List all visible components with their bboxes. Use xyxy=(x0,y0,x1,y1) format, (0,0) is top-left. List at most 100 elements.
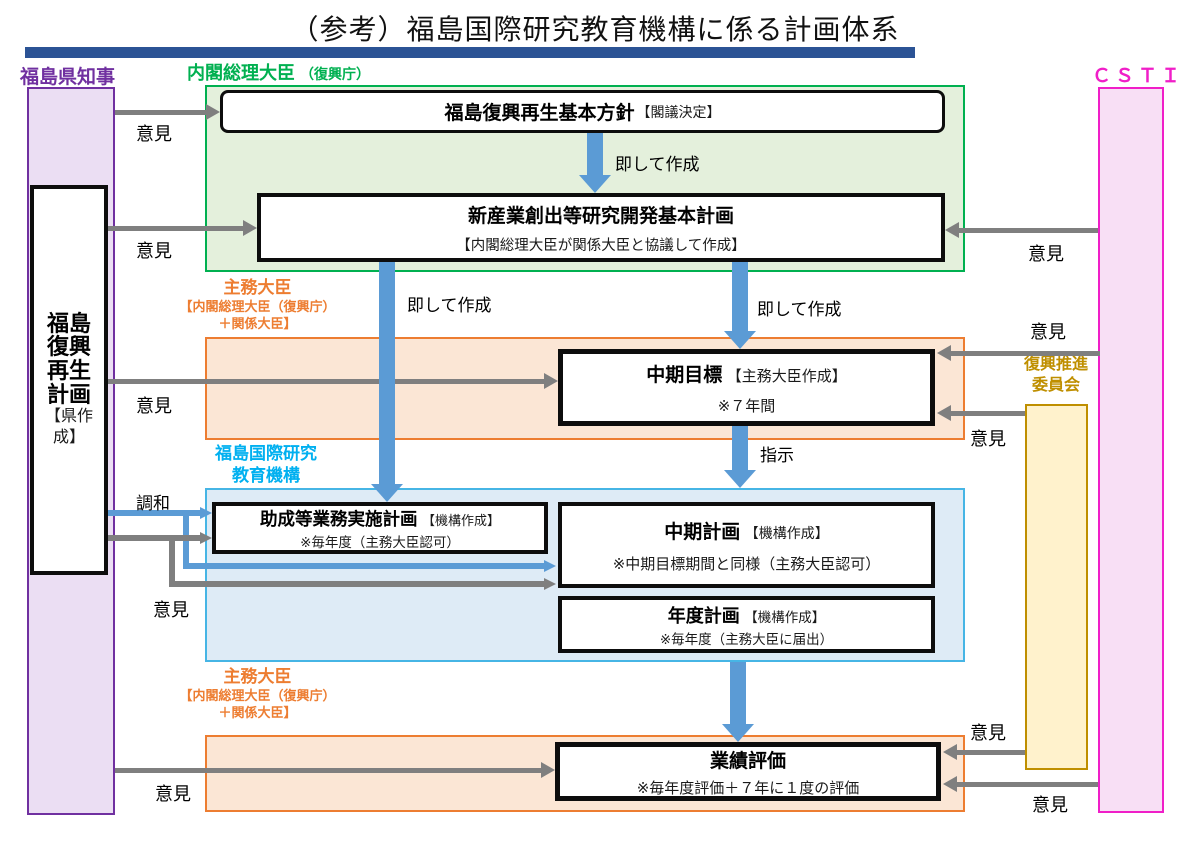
governor-label: 福島県知事 xyxy=(20,67,116,88)
midterm-plan-title: 中期計画 xyxy=(664,521,741,543)
competent-minister-top-l2: 【内閣総理大臣（復興庁） xyxy=(179,299,336,315)
csti-label: ＣＳＴＩ xyxy=(1092,66,1185,87)
arrow-b1-label: 即して作成 xyxy=(615,155,700,174)
arrow-a8-label: 意見 xyxy=(970,723,1006,743)
arrow-b5-shaft xyxy=(730,662,746,724)
arrow-a9-head-left-icon xyxy=(943,776,957,792)
arrow-a8-head-left-icon xyxy=(943,744,957,760)
midterm-plan-suffix: 【機構作成】 xyxy=(744,524,829,541)
fukushima-plan-line6: 成】 xyxy=(52,428,85,446)
arrow-a7-head-left-icon xyxy=(937,405,951,421)
competent-minister-bottom-label: 主務大臣 【内閣総理大臣（復興庁） ＋関係大臣】 xyxy=(170,666,345,722)
arrow-c1-shaft-h2 xyxy=(183,563,544,569)
arrow-b1-head-down-icon xyxy=(579,175,611,193)
arrow-c1-head-right-icon xyxy=(200,507,212,519)
arrow-b2-head-down-icon xyxy=(371,484,403,502)
csti-panel xyxy=(1098,87,1164,813)
arrow-a4-shaft xyxy=(115,767,541,773)
arrow-b5-head-down-icon xyxy=(722,724,754,742)
arrow-b3-head-down-icon xyxy=(724,331,756,349)
arrow-b4-head-down-icon xyxy=(724,470,756,488)
arrow-a1-shaft xyxy=(115,109,206,115)
reconstruction-committee-l2: 委員会 xyxy=(1031,376,1080,394)
midterm-goal-suffix: 【主務大臣作成】 xyxy=(726,367,847,385)
arrow-b2-label: 即して作成 xyxy=(407,296,492,315)
page-title: （参考）福島国際研究教育機構に係る計画体系 xyxy=(290,14,900,45)
competent-minister-top-l3: ＋関係大臣】 xyxy=(218,315,297,331)
fukushima-plan-line1: 福島 xyxy=(46,310,91,336)
arrow-b3-shaft xyxy=(732,262,748,331)
fukushima-plan-line2: 復興 xyxy=(46,334,91,360)
reconstruction-committee-l1: 復興推進 xyxy=(1023,356,1088,373)
arrow-a8-shaft xyxy=(957,749,1025,755)
competent-minister-top-label: 主務大臣 【内閣総理大臣（復興庁） ＋関係大臣】 xyxy=(170,277,345,333)
arrow-b4-label: 指示 xyxy=(760,446,794,465)
arrow-a9-label: 意見 xyxy=(1032,795,1068,815)
performance-evaluation-title: 業績評価 xyxy=(709,750,786,772)
reconstruction-committee-label: 復興推進 委員会 xyxy=(1016,355,1096,397)
annual-plan-title: 年度計画 xyxy=(667,605,740,626)
arrow-c1-label: 調和 xyxy=(136,494,170,513)
arrow-a6-shaft xyxy=(951,350,1100,356)
arrow-c1-shaft-h1 xyxy=(108,510,200,516)
arrow-a5-shaft xyxy=(959,227,1098,233)
arrow-a5-label: 意見 xyxy=(1028,244,1064,264)
midterm-plan-subtitle: ※中期目標期間と同様（主務大臣認可） xyxy=(612,555,881,573)
organization-label-l1: 福島国際研究 xyxy=(215,444,317,463)
midterm-plan-box: 中期計画 【機構作成】 ※中期目標期間と同様（主務大臣認可） xyxy=(558,502,935,588)
fukushima-plan-line3: 再生 xyxy=(46,358,91,384)
grant-plan-box: 助成等業務実施計画 【機構作成】 ※毎年度（主務大臣認可） xyxy=(212,502,548,554)
midterm-goal-title: 中期目標 xyxy=(646,364,723,386)
organization-label: 福島国際研究 教育機構 xyxy=(186,443,346,487)
arrow-c1-head2-right-icon xyxy=(544,560,556,572)
midterm-goal-subtitle: ※７年間 xyxy=(717,397,776,415)
arrow-b1-shaft xyxy=(587,133,603,175)
arrow-c2-shaft-v xyxy=(169,535,175,584)
arrow-a7-label: 意見 xyxy=(970,429,1006,449)
annual-plan-box: 年度計画 【機構作成】 ※毎年度（主務大臣に届出） xyxy=(558,596,935,653)
grant-plan-title: 助成等業務実施計画 xyxy=(260,508,418,529)
fukushima-plan-line5: 【県作 xyxy=(44,407,93,425)
basic-policy-box: 福島復興再生基本方針 【閣議決定】 xyxy=(220,90,945,133)
prime-minister-label: 内閣総理大臣 （復興庁） xyxy=(187,59,370,85)
prime-minister-label-sub: （復興庁） xyxy=(300,66,371,82)
grant-plan-suffix: 【機構作成】 xyxy=(421,512,500,528)
rd-basic-plan-title: 新産業創出等研究開発基本計画 xyxy=(467,205,734,227)
prime-minister-label-main: 内閣総理大臣 xyxy=(187,63,295,83)
arrow-c2-head-right-icon xyxy=(200,532,212,544)
rd-basic-plan-box: 新産業創出等研究開発基本計画 【内閣総理大臣が関係大臣と協議して作成】 xyxy=(257,193,945,262)
arrow-a2-shaft xyxy=(108,225,243,231)
competent-minister-bottom-l2: 【内閣総理大臣（復興庁） xyxy=(179,688,336,704)
basic-policy-title: 福島復興再生基本方針 xyxy=(444,103,635,124)
arrow-b2-shaft xyxy=(379,262,395,484)
arrow-a3-label: 意見 xyxy=(136,396,172,416)
competent-minister-bottom-l1: 主務大臣 xyxy=(223,667,292,686)
arrow-a1-head-right-icon xyxy=(206,104,220,120)
performance-evaluation-subtitle: ※毎年度評価＋７年に１度の評価 xyxy=(636,779,860,797)
arrow-a3-shaft xyxy=(108,378,544,384)
arrow-a6-head-left-icon xyxy=(937,345,951,361)
midterm-goal-box: 中期目標 【主務大臣作成】 ※７年間 xyxy=(558,349,935,426)
annual-plan-subtitle: ※毎年度（主務大臣に届出） xyxy=(659,631,834,647)
reconstruction-committee-panel xyxy=(1025,404,1088,770)
arrow-a4-head-right-icon xyxy=(541,762,555,778)
grant-plan-subtitle: ※毎年度（主務大臣認可） xyxy=(300,534,460,550)
arrow-b4-shaft xyxy=(732,426,748,470)
competent-minister-top-l1: 主務大臣 xyxy=(223,278,292,297)
arrow-c2-shaft-h1 xyxy=(108,535,200,541)
arrow-a1-label: 意見 xyxy=(136,124,172,144)
competent-minister-bottom-l3: ＋関係大臣】 xyxy=(218,704,297,720)
arrow-a9-shaft xyxy=(957,781,1098,787)
arrow-a5-head-left-icon xyxy=(945,222,959,238)
arrow-a2-head-right-icon xyxy=(243,220,257,236)
annual-plan-titleline: 年度計画 【機構作成】 xyxy=(668,602,825,628)
basic-policy-suffix: 【閣議決定】 xyxy=(636,103,721,120)
organization-label-l2: 教育機構 xyxy=(232,466,300,486)
arrow-c2-head2-right-icon xyxy=(544,578,556,590)
performance-evaluation-box: 業績評価 ※毎年度評価＋７年に１度の評価 xyxy=(555,742,941,801)
arrow-a6-label: 意見 xyxy=(1030,322,1066,342)
midterm-plan-titleline: 中期計画 【機構作成】 xyxy=(664,517,828,544)
annual-plan-suffix: 【機構作成】 xyxy=(744,609,826,625)
midterm-goal-titleline: 中期目標 【主務大臣作成】 xyxy=(646,360,846,387)
